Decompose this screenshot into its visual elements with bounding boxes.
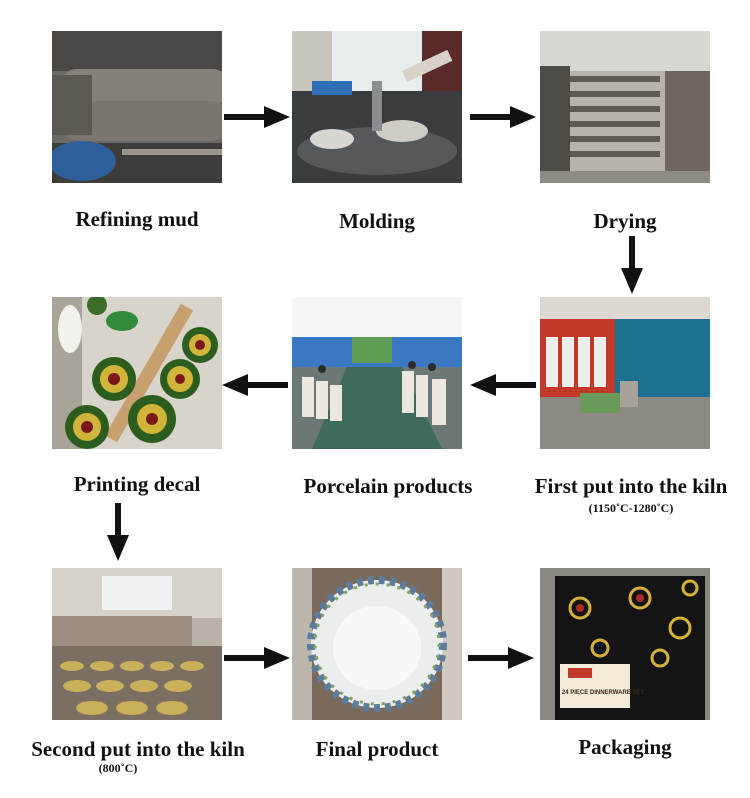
drying-photo [540, 31, 710, 183]
step-label-molding: Molding [339, 209, 415, 233]
arrow-down-2 [107, 503, 129, 561]
arrow-right-4 [468, 647, 534, 669]
arrow-right-2 [470, 106, 536, 128]
final-product-photo [292, 568, 462, 720]
arrow-down-1 [621, 236, 643, 294]
arrow-right-1 [224, 106, 290, 128]
printing-decal-photo [52, 297, 222, 449]
step-label-second-kiln: Second put into the kiln [31, 737, 245, 761]
first-kiln-photo [540, 297, 710, 449]
packaging-photo: 24 PIECE DINNERWARE SET [540, 568, 710, 720]
arrow-right-3 [224, 647, 290, 669]
step-label-refining-mud: Refining mud [75, 207, 199, 231]
arrow-left-2 [470, 374, 536, 396]
box-label: 24 PIECE DINNERWARE SET [561, 690, 645, 696]
porcelain-products-photo [292, 297, 462, 449]
step-label-porcelain-products: Porcelain products [303, 474, 473, 498]
first-kiln-temperature: (1150˚C-1280˚C) [588, 501, 674, 515]
refining-mud-photo [52, 31, 222, 183]
second-kiln-photo [52, 568, 222, 720]
step-label-first-kiln: First put into the kiln [534, 474, 728, 498]
step-label-drying: Drying [593, 209, 657, 233]
step-label-final-product: Final product [315, 737, 439, 761]
step-label-packaging: Packaging [578, 735, 672, 759]
molding-photo [292, 31, 462, 183]
arrow-left-1 [222, 374, 288, 396]
second-kiln-temperature: (800˚C) [98, 761, 138, 775]
step-label-printing-decal: Printing decal [73, 472, 201, 496]
